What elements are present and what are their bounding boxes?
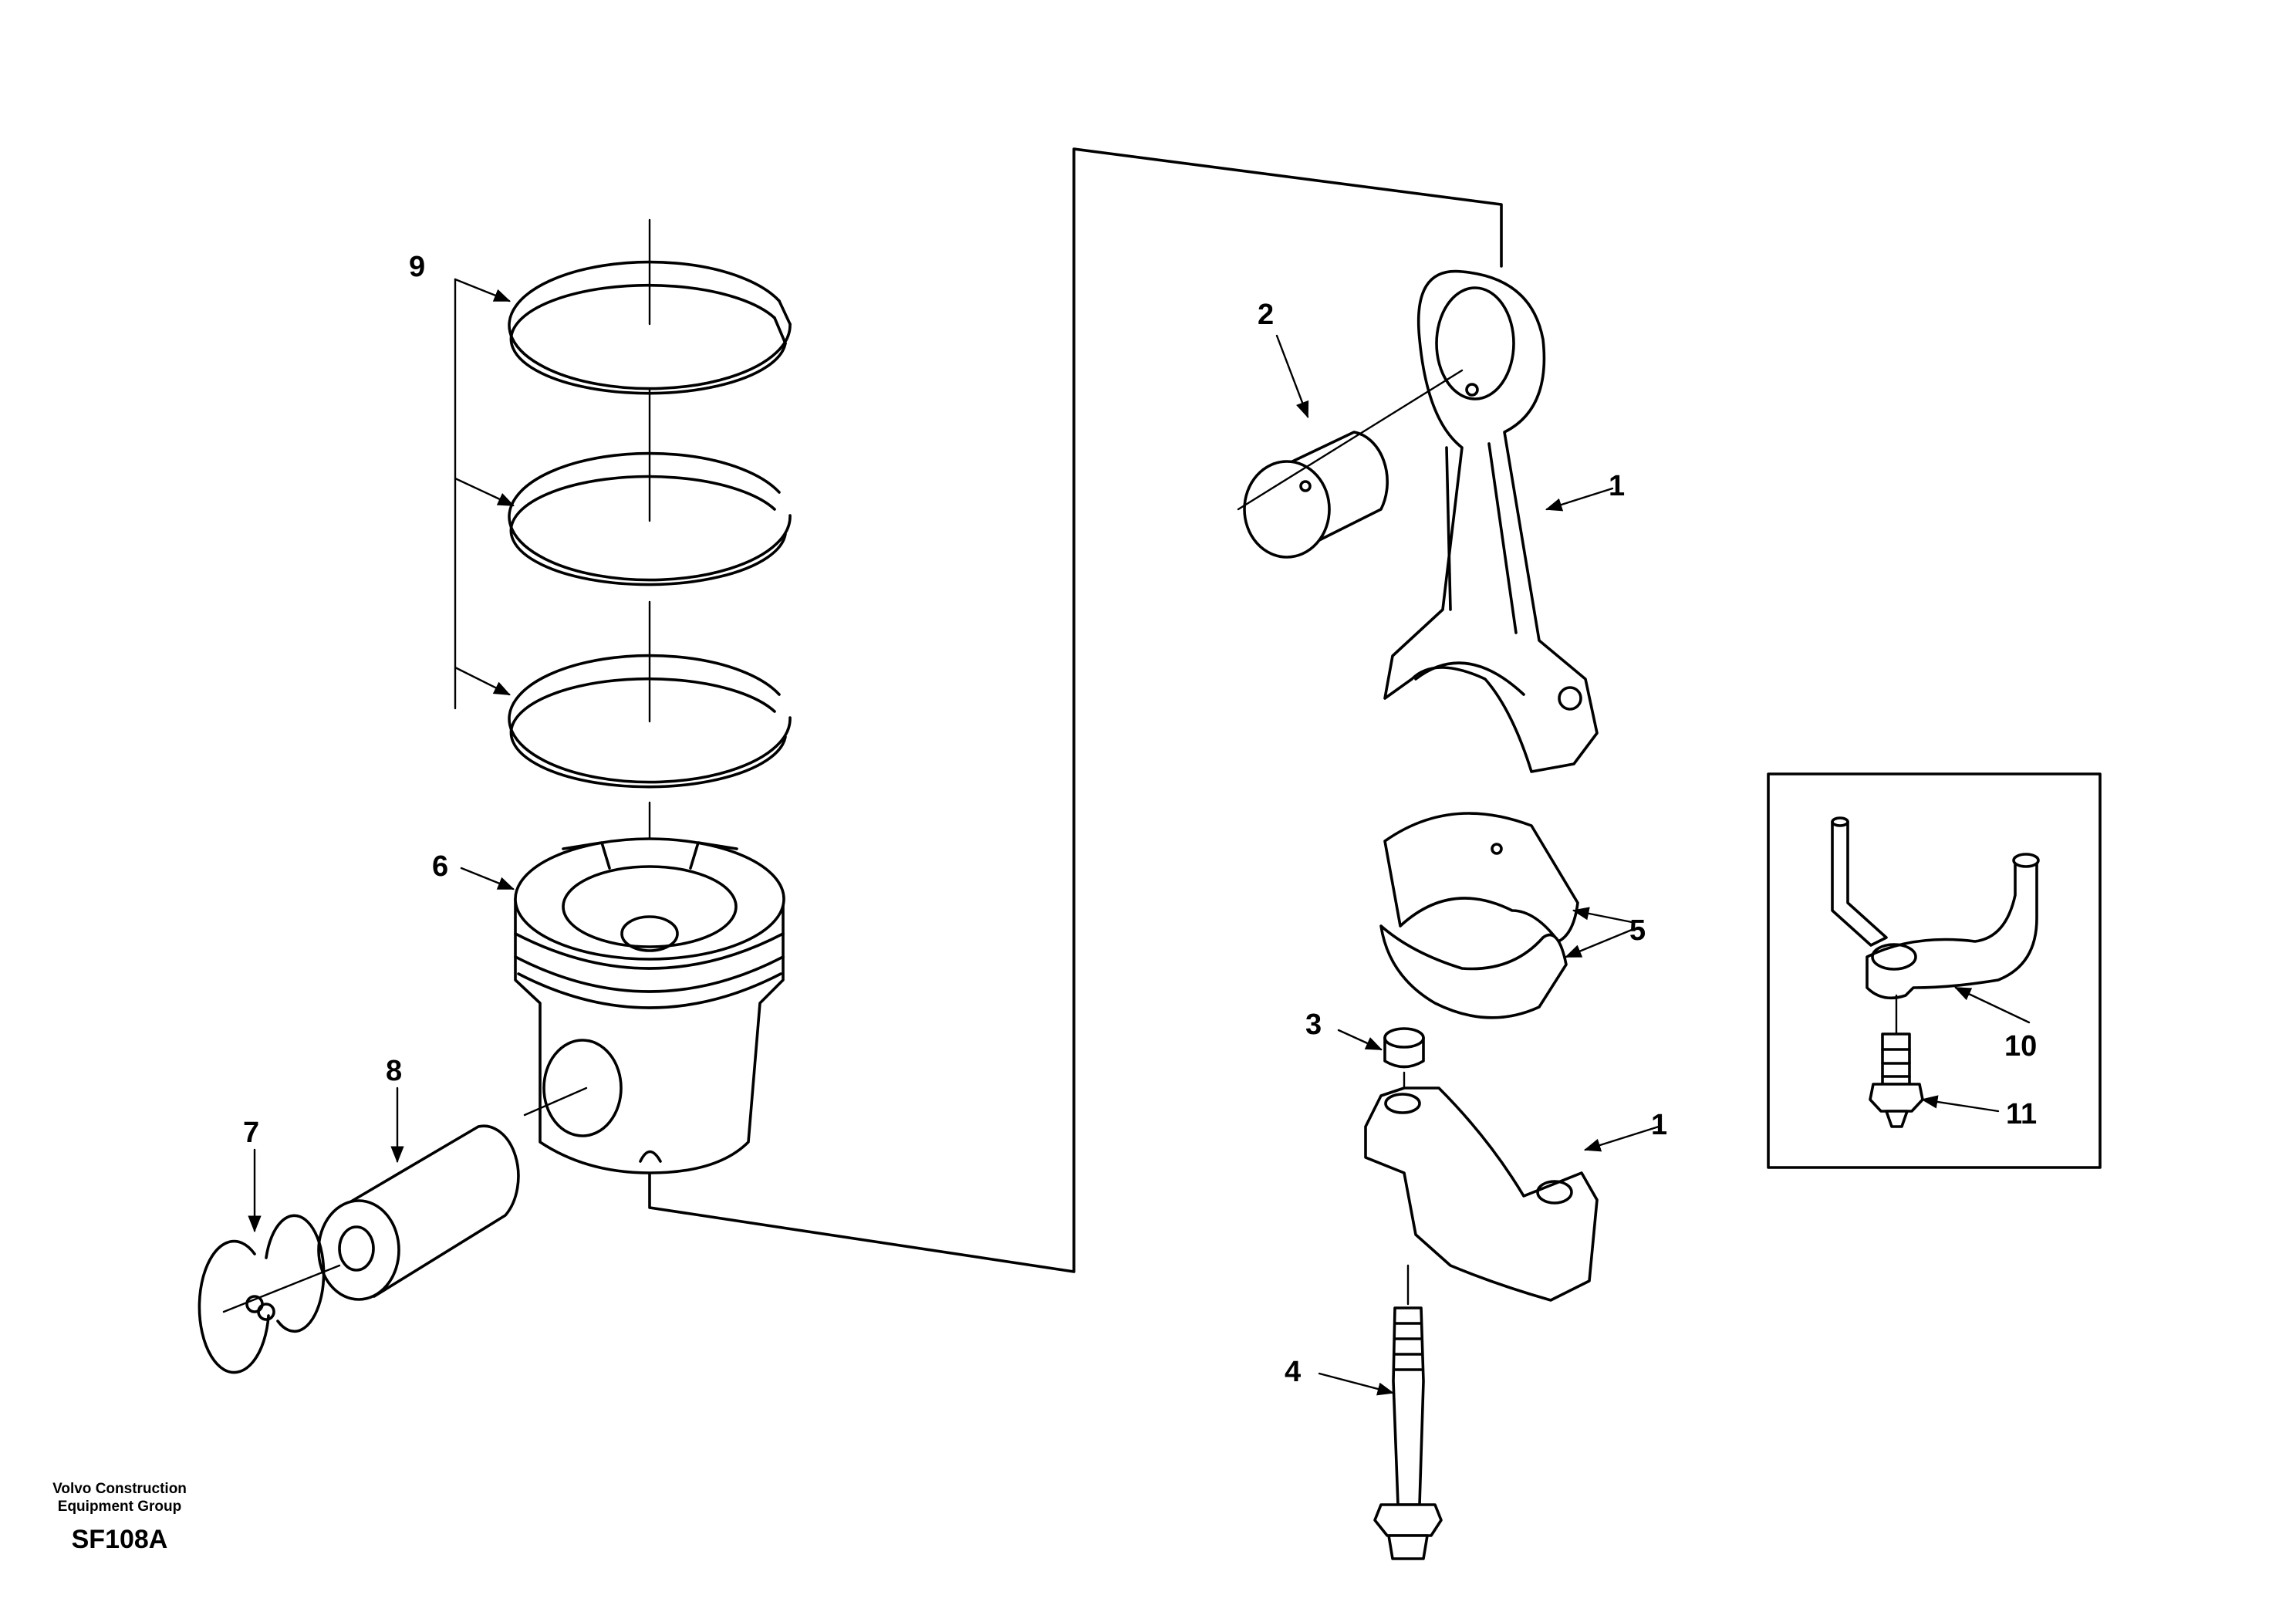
callout-8: 8 [386, 1055, 402, 1087]
callout-3: 3 [1305, 1009, 1322, 1041]
callout-9: 9 [409, 251, 425, 283]
piston-pin [317, 1124, 520, 1301]
piston-rings [508, 218, 792, 843]
snap-ring [198, 1214, 341, 1374]
connecting-rod [1383, 269, 1599, 773]
callout-1-rod: 1 [1609, 470, 1625, 502]
piston-ring-bottom [508, 654, 792, 789]
piston-ring-top [508, 260, 792, 395]
callout-7: 7 [243, 1117, 259, 1149]
callout-4: 4 [1285, 1356, 1301, 1388]
assembly-connector-line [648, 147, 1503, 1273]
leader-lines [248, 278, 2031, 1396]
callout-11: 11 [2006, 1098, 2037, 1130]
drawing-code: SF108A [71, 1525, 168, 1554]
inset-box [1767, 772, 2102, 1169]
callout-2: 2 [1258, 299, 1274, 331]
nozzle-bolt [1869, 994, 1924, 1128]
piston-ring-middle [508, 451, 792, 586]
callout-1-cap: 1 [1651, 1109, 1667, 1141]
callout-5: 5 [1629, 914, 1646, 947]
org-line-2: Equipment Group [57, 1499, 182, 1515]
piston-pin-bushing [1237, 369, 1464, 559]
org-line-1: Volvo Construction [52, 1481, 187, 1497]
callout-10: 10 [2004, 1030, 2037, 1063]
big-end-bearing [1379, 812, 1579, 1019]
footer-block: Volvo Construction Equipment Group SF108… [31, 1480, 208, 1555]
connecting-rod-cap [1364, 1071, 1599, 1306]
connecting-rod-bolt [1373, 1306, 1443, 1560]
dowel-sleeve [1383, 1027, 1425, 1069]
piston [514, 837, 785, 1174]
callout-6: 6 [432, 850, 448, 883]
piston-cooling-nozzle [1831, 816, 2040, 1000]
